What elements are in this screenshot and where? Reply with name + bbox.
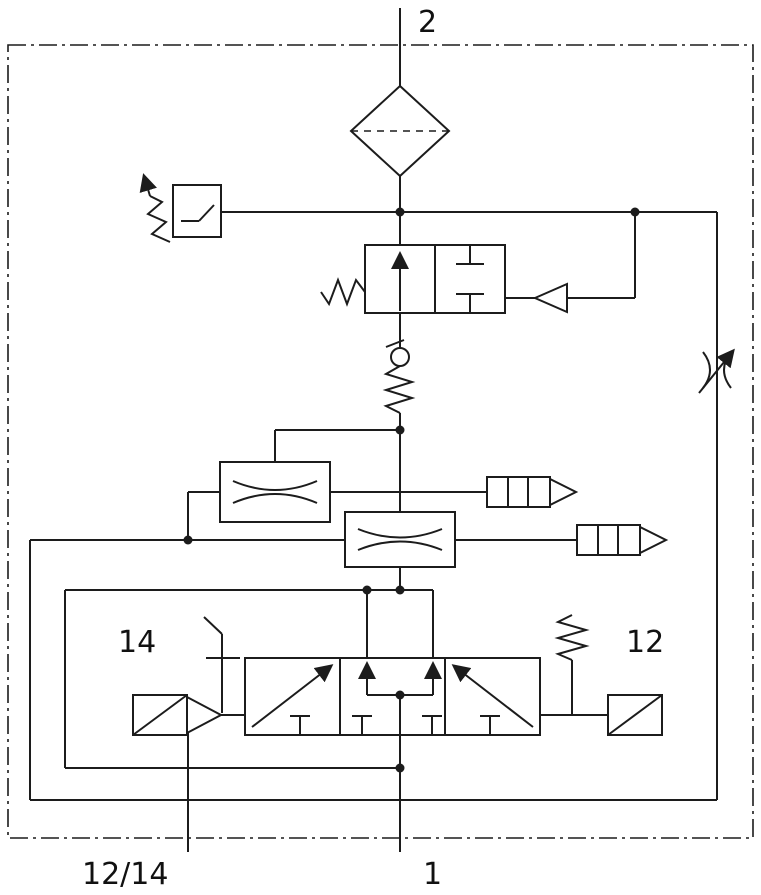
junction-dot bbox=[362, 585, 372, 595]
junction-dot bbox=[395, 690, 405, 700]
flow-restrictor-lower bbox=[344, 511, 456, 568]
flow-restrictor-upper bbox=[219, 461, 331, 523]
junction-dots bbox=[183, 207, 640, 773]
port-12-14-label: 12/14 bbox=[82, 857, 168, 892]
return-spring bbox=[554, 614, 590, 661]
junction-dot bbox=[395, 425, 405, 435]
throttle-adjust-arrow-icon bbox=[698, 348, 735, 394]
flow-path-arrow-icon bbox=[251, 664, 334, 728]
override-lever bbox=[203, 616, 223, 635]
switch-contact-lever bbox=[198, 204, 215, 222]
flow-path-arrow-icon bbox=[451, 664, 534, 728]
adjust-arrow-icon bbox=[139, 173, 157, 197]
enclosure-border bbox=[7, 44, 754, 839]
junction-dot bbox=[395, 763, 405, 773]
exhaust-triangle-icon bbox=[549, 477, 579, 507]
silencer-body bbox=[486, 476, 551, 508]
return-spring bbox=[320, 277, 366, 307]
exhaust-triangle-icon bbox=[639, 525, 669, 555]
venturi-curve bbox=[232, 480, 318, 491]
throttle-valve-symbol bbox=[698, 348, 735, 394]
check-ball bbox=[390, 347, 410, 367]
check-seat-line bbox=[385, 339, 405, 348]
port-12-14: 12/14 bbox=[82, 733, 189, 892]
silencer-body bbox=[576, 524, 641, 556]
pilot-12-label: 12 bbox=[626, 625, 664, 660]
shutoff-valve-2-2 bbox=[320, 212, 636, 314]
venturi-curve bbox=[357, 528, 443, 539]
port-2-label: 2 bbox=[418, 5, 437, 40]
pilot-triangle-icon bbox=[532, 282, 568, 314]
restrictor-body bbox=[344, 511, 456, 568]
manual-override-symbol bbox=[203, 616, 240, 713]
solenoid-coil-diagonal bbox=[132, 694, 188, 736]
spring-return-12 bbox=[554, 614, 590, 715]
port-2: 2 bbox=[399, 5, 437, 86]
restrictor-body bbox=[219, 461, 331, 523]
venturi-curve bbox=[232, 493, 318, 504]
silencer-lower bbox=[576, 524, 669, 556]
pressure-switch-symbol bbox=[139, 173, 222, 243]
junction-dot bbox=[395, 207, 405, 217]
solenoid-14 bbox=[132, 694, 245, 736]
solenoid-coil-diagonal bbox=[607, 694, 663, 736]
pressure-switch-body bbox=[172, 184, 222, 238]
venturi-curve bbox=[357, 540, 443, 551]
pilot-triangle-icon bbox=[186, 695, 224, 735]
main-valve bbox=[244, 657, 541, 736]
port-1-label: 1 bbox=[423, 857, 442, 892]
adjust-spring bbox=[146, 195, 171, 243]
junction-dot bbox=[630, 207, 640, 217]
check-spring bbox=[382, 365, 416, 414]
check-valve-symbol bbox=[382, 339, 416, 414]
junction-dot bbox=[183, 535, 193, 545]
main-valve-body bbox=[244, 657, 541, 736]
port-1: 1 bbox=[399, 735, 442, 892]
silencer-upper bbox=[486, 476, 579, 508]
solenoid-12 bbox=[607, 694, 663, 736]
pilot-14-label: 14 bbox=[118, 625, 156, 660]
filter-symbol bbox=[349, 84, 451, 178]
junction-dot bbox=[395, 585, 405, 595]
